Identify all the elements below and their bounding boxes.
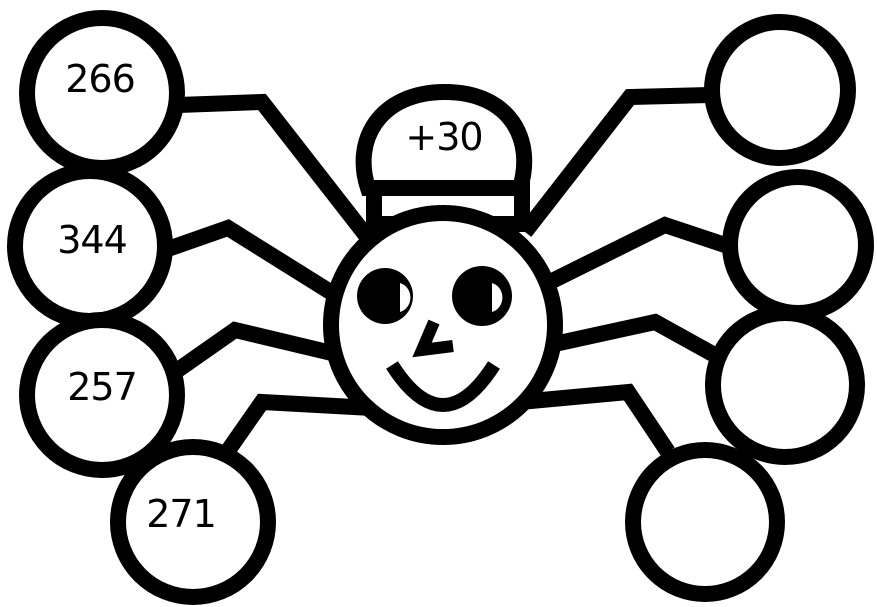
leg-left-1 [178,102,368,238]
leg-right-4 [520,392,668,452]
hat-label: +30 [405,115,482,159]
leg-right-2 [550,225,725,282]
number-label-1: 266 [65,57,135,101]
number-label-4: 271 [146,492,216,536]
answer-circle-1[interactable] [712,22,848,158]
answer-circle-3[interactable] [713,313,857,457]
leg-right-1 [525,95,710,232]
number-label-3: 257 [67,365,137,409]
number-label-2: 344 [57,218,127,262]
leg-right-3 [550,322,720,358]
leg-left-2 [165,228,340,298]
leg-left-4 [225,402,372,455]
eye-right [452,266,512,326]
answer-circle-4[interactable] [633,450,777,594]
eye-left [357,268,413,324]
leg-left-3 [175,330,340,372]
answer-circle-2[interactable] [730,177,866,313]
